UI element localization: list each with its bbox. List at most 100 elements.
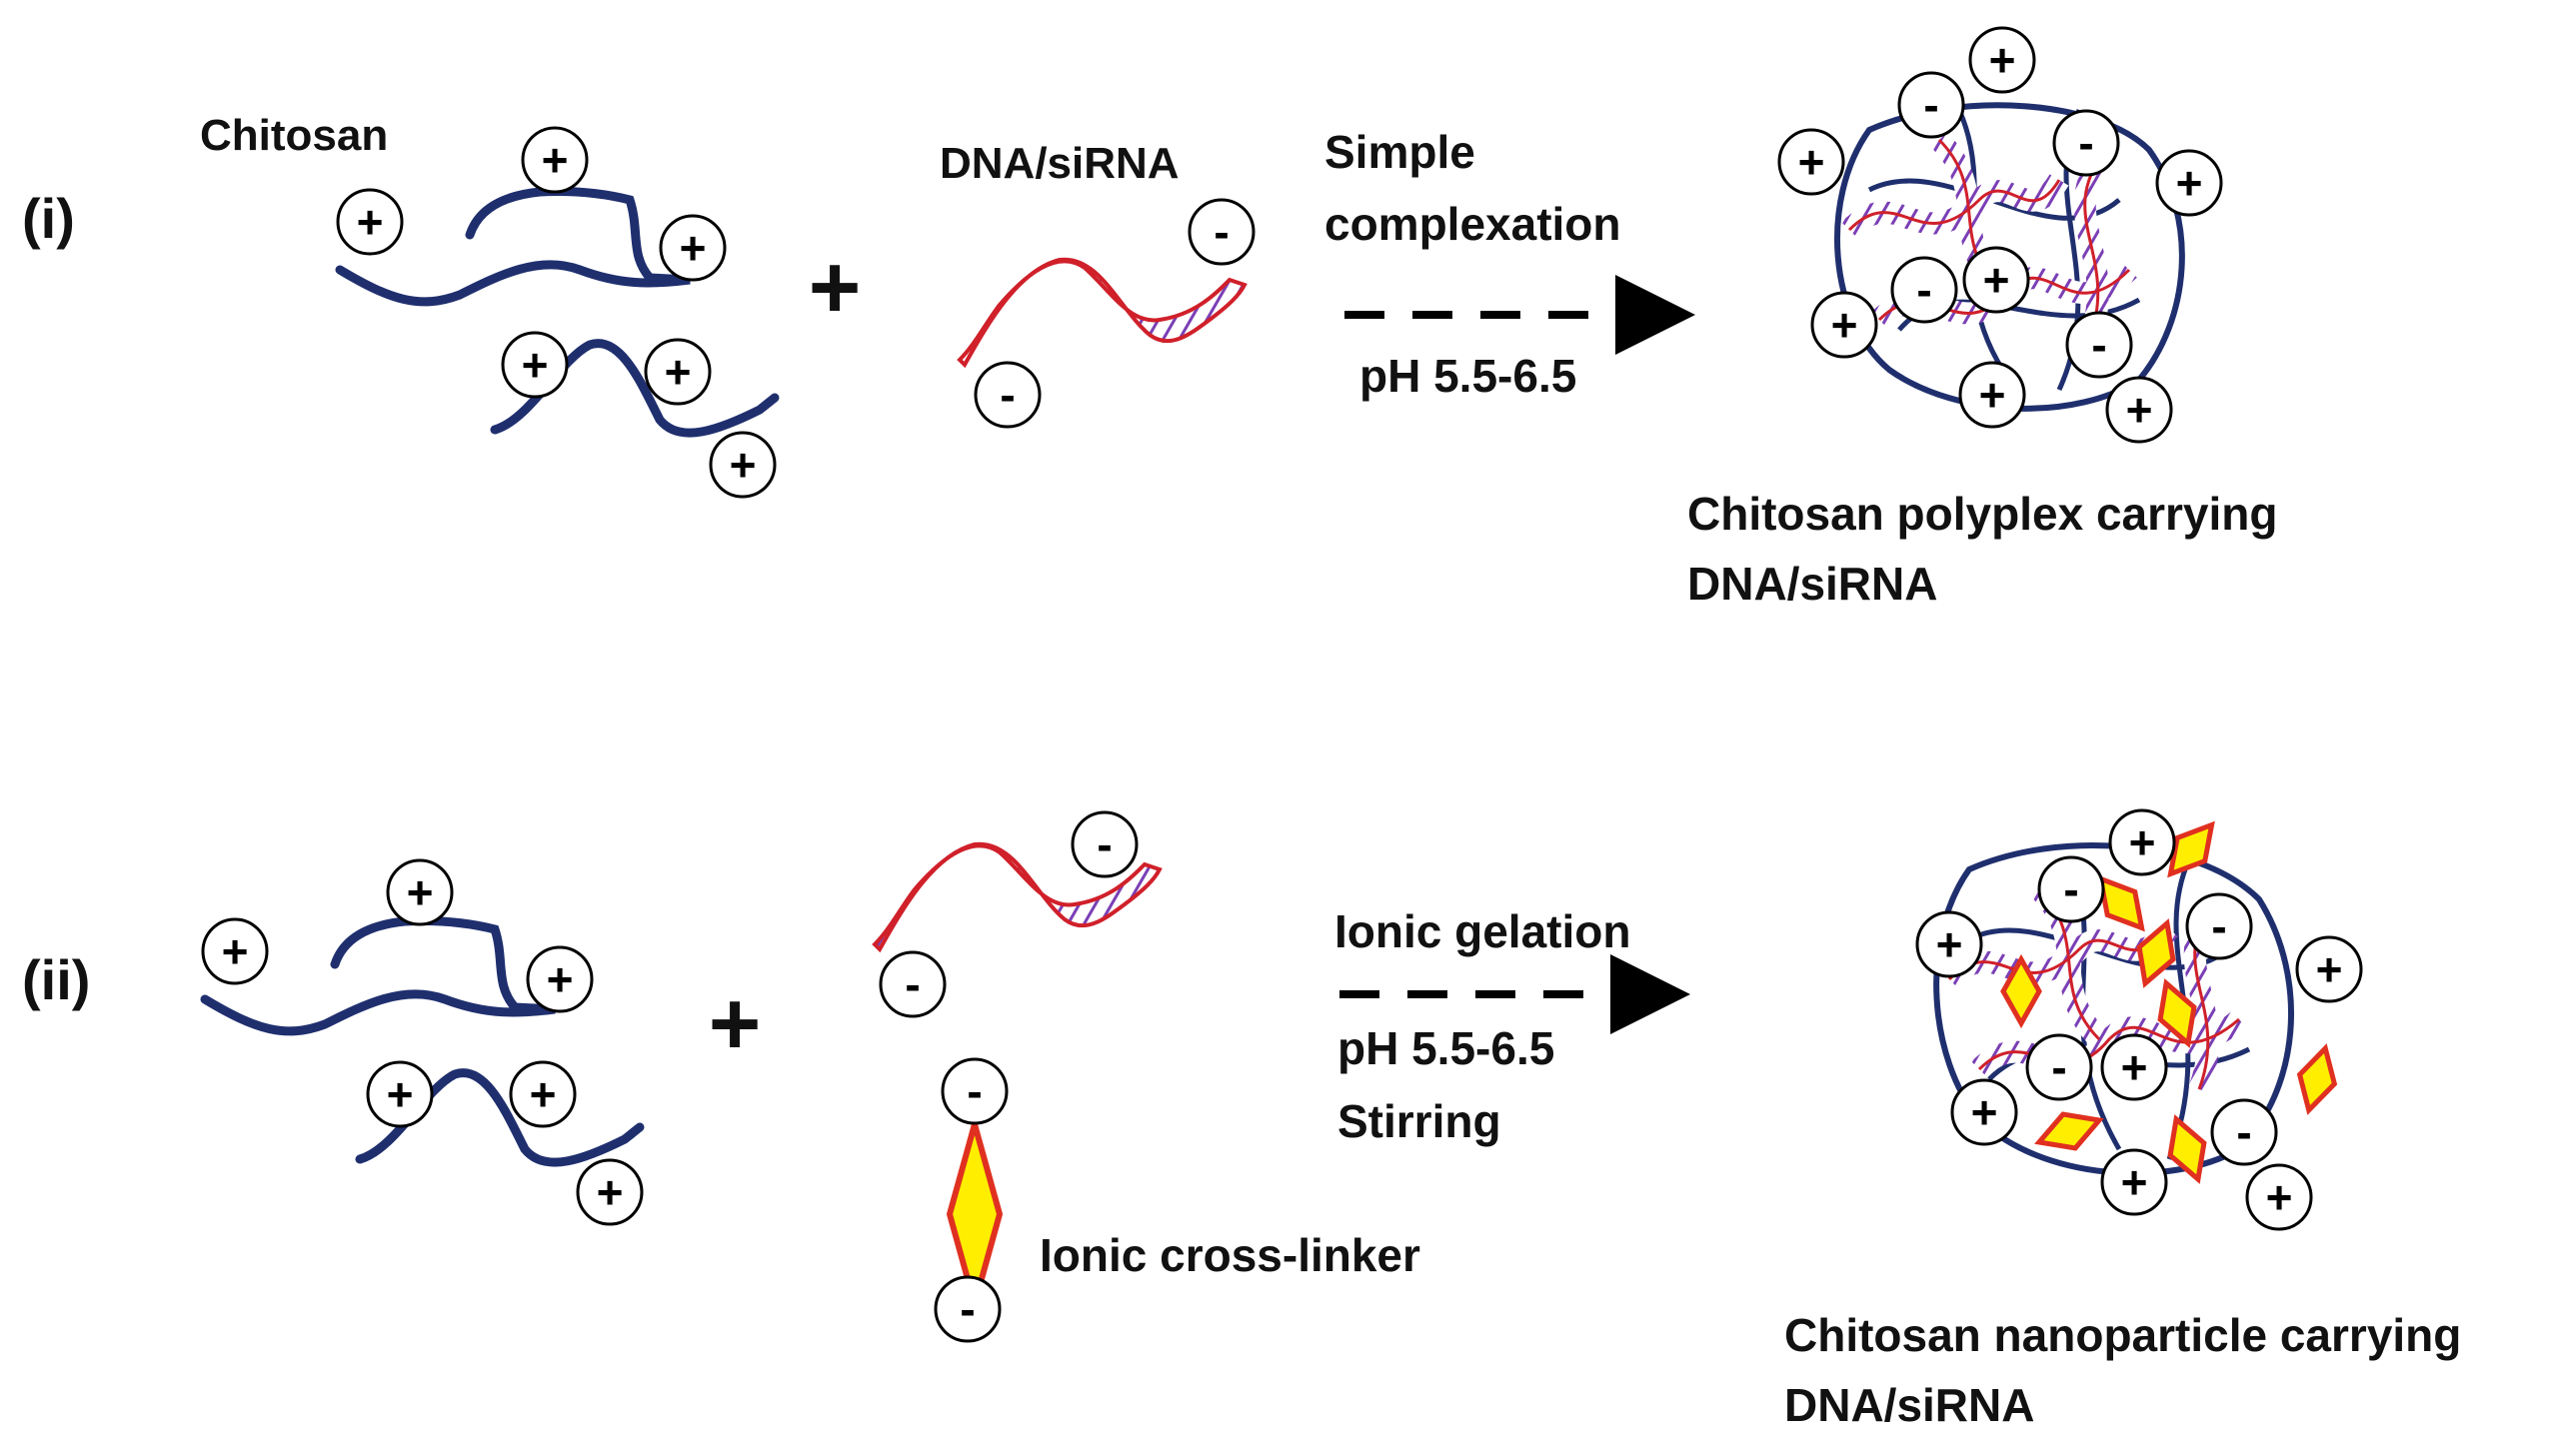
svg-text:+: +	[1989, 34, 2016, 86]
svg-text:+: +	[1971, 1086, 1998, 1138]
positive-charge: +	[576, 1158, 644, 1226]
positive-charge: +	[366, 1060, 434, 1128]
negative-charge: -	[2052, 109, 2120, 177]
dna-sirna-label: DNA/siRNA	[940, 139, 1180, 188]
dna-sirna-strand-i	[957, 257, 1248, 369]
positive-charge: +	[2295, 935, 2363, 1003]
positive-charge: +	[1958, 361, 2026, 429]
svg-text:+: +	[1798, 136, 1825, 188]
svg-text:-: -	[2063, 863, 2078, 915]
positive-charge: +	[1777, 128, 1845, 196]
svg-text:+: +	[1936, 918, 1963, 970]
svg-text:-: -	[2211, 900, 2226, 952]
product-label-ii-line2: DNA/siRNA	[1784, 1379, 2034, 1431]
positive-charge: +	[509, 1060, 577, 1128]
cross-linker-diamond	[2296, 1043, 2338, 1115]
negative-charge: -	[1188, 198, 1256, 266]
negative-charge: -	[2210, 1098, 2278, 1166]
process-label-line1: Simple	[1324, 126, 1475, 178]
svg-text:-: -	[1000, 369, 1015, 421]
cross-linker-diamond	[2167, 1114, 2207, 1184]
cross-linker-diamond	[2136, 918, 2176, 988]
svg-text:+: +	[2266, 1171, 2293, 1223]
svg-text:+: +	[522, 339, 549, 391]
svg-text:-: -	[2078, 117, 2093, 169]
product-label-i-line1: Chitosan polyplex carrying	[1687, 488, 2277, 540]
chitosan-label: Chitosan	[200, 111, 388, 160]
dna-sirna-strand-ii	[872, 841, 1163, 953]
positive-charge: +	[1962, 246, 2030, 314]
svg-text:+: +	[2129, 816, 2156, 868]
negative-charge: -	[1071, 810, 1139, 878]
svg-text:-: -	[2091, 319, 2106, 371]
cross-linker-diamond	[2034, 1111, 2104, 1151]
positive-charge: +	[526, 945, 594, 1013]
positive-charge: +	[2105, 376, 2173, 444]
svg-text:+: +	[665, 346, 692, 398]
plus-sign-i: +	[809, 238, 862, 338]
svg-text:-: -	[960, 1283, 975, 1335]
cross-linker-diamond	[2157, 978, 2197, 1048]
svg-text:+: +	[357, 196, 384, 248]
negative-charge: -	[934, 1275, 1002, 1343]
row-label-i: (i)	[22, 187, 75, 250]
svg-text:+: +	[2126, 384, 2153, 436]
ph-condition-i: pH 5.5-6.5	[1359, 350, 1576, 402]
svg-text:+: +	[547, 953, 574, 1005]
svg-text:+: +	[730, 439, 757, 491]
cross-linker-diamond	[2000, 953, 2042, 1029]
svg-text:-: -	[967, 1065, 982, 1117]
ph-condition-ii: pH 5.5-6.5	[1337, 1022, 1554, 1074]
svg-text:-: -	[1923, 79, 1938, 131]
svg-text:-: -	[2051, 1041, 2066, 1093]
svg-text:+: +	[2121, 1041, 2148, 1093]
svg-text:+: +	[407, 866, 434, 918]
svg-text:+: +	[1983, 254, 2010, 306]
svg-text:+: +	[1979, 369, 2006, 421]
negative-charge: -	[2037, 855, 2105, 923]
positive-charge: +	[386, 858, 454, 926]
stirring-condition: Stirring	[1337, 1095, 1501, 1147]
negative-charge: -	[2025, 1033, 2093, 1101]
svg-text:+: +	[680, 222, 707, 274]
product-label-ii-line1: Chitosan nanoparticle carrying	[1784, 1309, 2461, 1361]
negative-charge: -	[879, 950, 947, 1018]
positive-charge: +	[709, 431, 777, 499]
positive-charge: +	[659, 214, 727, 282]
svg-text:+: +	[222, 925, 249, 977]
svg-text:+: +	[2176, 157, 2203, 209]
crosslinker-label: Ionic cross-linker	[1040, 1229, 1420, 1281]
positive-charge: +	[2100, 1033, 2168, 1101]
svg-text:+: +	[1831, 299, 1858, 351]
svg-text:+: +	[530, 1068, 557, 1120]
row-label-ii: (ii)	[22, 948, 90, 1011]
positive-charge: +	[644, 338, 712, 406]
svg-text:+: +	[542, 134, 569, 186]
svg-text:-: -	[1097, 818, 1112, 870]
svg-text:-: -	[1214, 206, 1229, 258]
positive-charge: +	[2245, 1163, 2313, 1231]
svg-text:+: +	[597, 1166, 624, 1218]
process-label-ii: Ionic gelation	[1334, 905, 1630, 957]
positive-charge: +	[1950, 1078, 2018, 1146]
product-label-i-line2: DNA/siRNA	[1687, 558, 1937, 610]
svg-text:+: +	[2316, 943, 2343, 995]
negative-charge: -	[1897, 71, 1965, 139]
svg-text:-: -	[905, 958, 920, 1010]
svg-text:+: +	[2121, 1156, 2148, 1208]
positive-charge: +	[521, 126, 589, 194]
positive-charge: +	[501, 331, 569, 399]
positive-charge: +	[336, 188, 404, 256]
cross-linker-diamond	[2097, 874, 2145, 932]
negative-charge: -	[941, 1057, 1009, 1125]
process-label-line2: complexation	[1324, 198, 1621, 250]
svg-text:-: -	[2236, 1106, 2251, 1158]
positive-charge: +	[201, 917, 269, 985]
svg-text:-: -	[1916, 264, 1931, 316]
plus-sign-ii: +	[709, 974, 762, 1074]
positive-charge: +	[2108, 808, 2176, 876]
cross-linker-diamond	[2167, 820, 2215, 878]
positive-charge: +	[1968, 26, 2036, 94]
negative-charge: -	[1890, 256, 1958, 324]
